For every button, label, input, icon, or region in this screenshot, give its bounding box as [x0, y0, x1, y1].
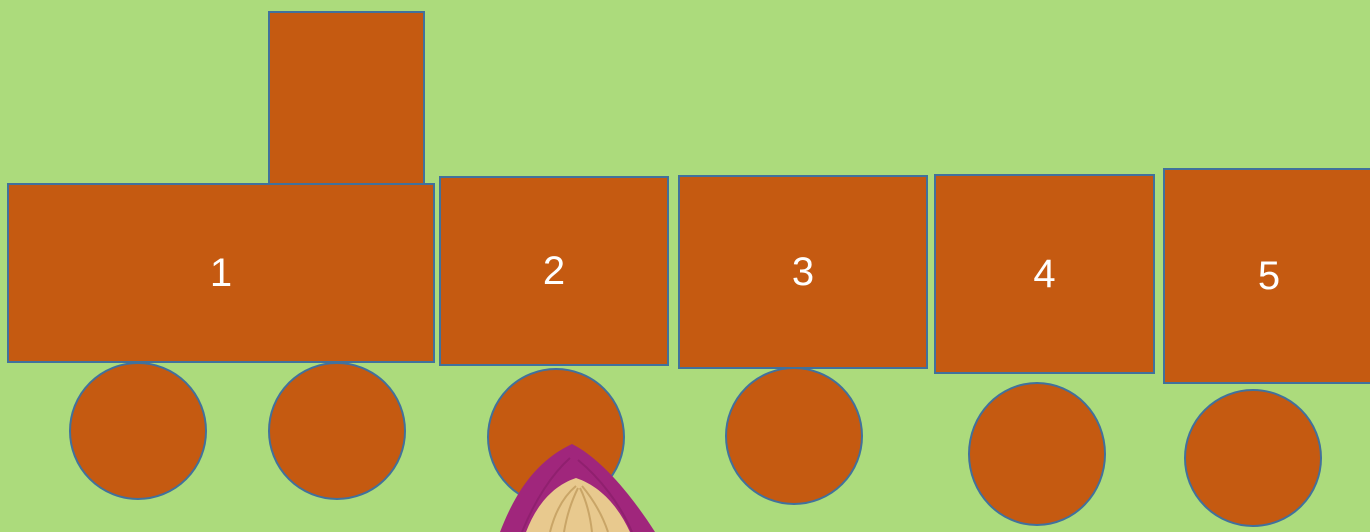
train-car-5: 5 — [1163, 168, 1370, 384]
train-car-2: 2 — [439, 176, 669, 366]
car-number-2: 2 — [543, 251, 565, 291]
train-car-4: 4 — [934, 174, 1155, 374]
train-car-3: 3 — [678, 175, 928, 369]
wheel — [1184, 389, 1322, 527]
locomotive-chimney — [268, 11, 425, 187]
car-number-3: 3 — [792, 252, 814, 292]
wheel — [268, 362, 406, 500]
train-car-1: 1 — [7, 183, 435, 363]
wheel — [69, 362, 207, 500]
car-number-5: 5 — [1258, 256, 1280, 296]
wheel — [725, 367, 863, 505]
wheel — [968, 382, 1106, 526]
car-number-4: 4 — [1033, 254, 1055, 294]
car-number-1: 1 — [210, 253, 232, 293]
girl-in-kerchief-icon — [460, 438, 700, 532]
